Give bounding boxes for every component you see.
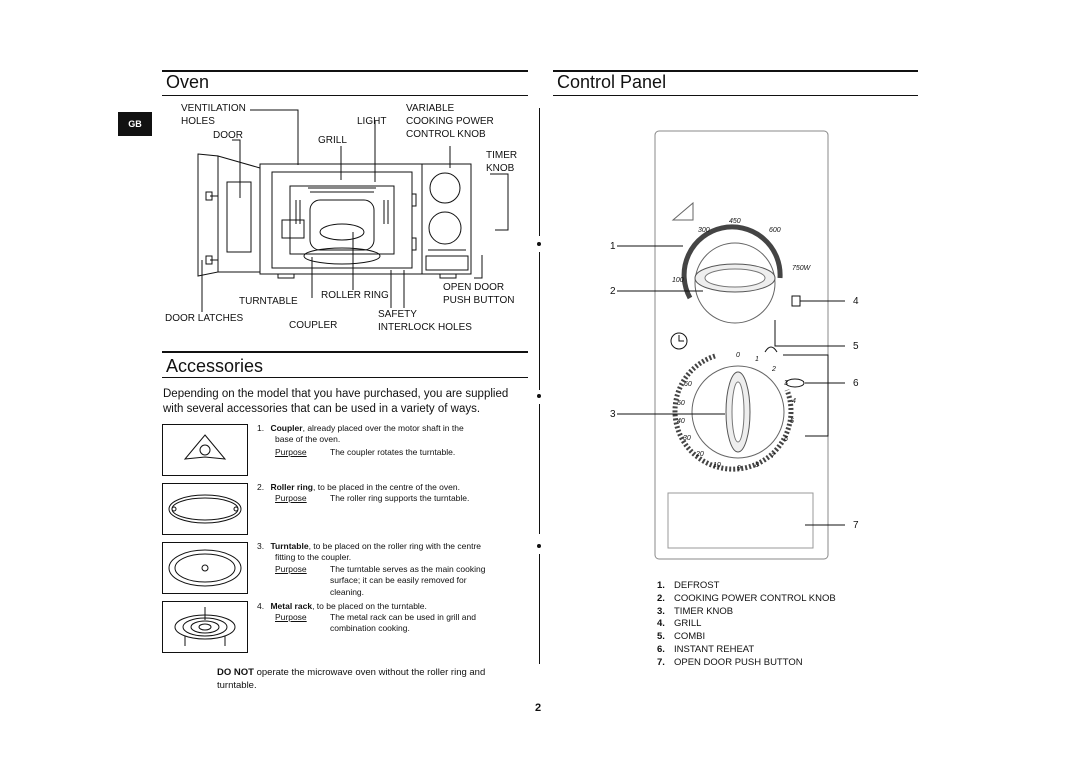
power-label-100: 100: [672, 277, 684, 284]
label-light: LIGHT: [357, 116, 387, 127]
timer-label-60: 60: [684, 381, 692, 388]
accessories-top-rule: [162, 351, 528, 353]
label-roller-ring: ROLLER RING: [321, 290, 389, 301]
page-number: 2: [535, 702, 542, 714]
oven-bottom-rule: [162, 95, 528, 96]
metal-rack-image: [162, 601, 248, 653]
legend-item: 3.TIMER KNOB: [657, 605, 734, 617]
label-safety: SAFETY: [378, 309, 417, 320]
separator-dot: [537, 544, 541, 548]
roller-ring-image: [162, 483, 248, 535]
legend-item: 5.COMBI: [657, 631, 706, 643]
legend-item: 4.GRILL: [657, 618, 702, 630]
timer-label-5: 5: [790, 418, 794, 425]
column-separator: [539, 108, 540, 236]
label-cooking-power: COOKING POWER: [406, 116, 494, 127]
timer-label-3: 3: [784, 380, 788, 387]
power-label-750w: 750W: [792, 265, 811, 272]
purpose-label: Purpose: [275, 493, 307, 503]
warning-line2: turntable.: [217, 680, 257, 691]
legend-item: 2.COOKING POWER CONTROL KNOB: [657, 592, 836, 604]
turntable-image: [162, 542, 248, 594]
callout-1: 1: [610, 241, 616, 252]
metal-rack-purpose-2: combination cooking.: [330, 623, 410, 633]
label-control-knob: CONTROL KNOB: [406, 129, 486, 140]
accessory-item-coupler-desc2: base of the oven.: [275, 434, 341, 444]
label-knob: KNOB: [486, 163, 515, 174]
callout-7: 7: [853, 520, 859, 531]
label-variable: VARIABLE: [406, 103, 455, 114]
accessories-intro-line2: with several accessories that can be use…: [163, 403, 481, 415]
language-tab: GB: [118, 112, 152, 136]
label-grill: GRILL: [318, 135, 347, 146]
accessory-item-turntable: 3. Turntable, to be placed on the roller…: [257, 541, 482, 551]
label-push-button: PUSH BUTTON: [443, 295, 515, 306]
label-ventilation: VENTILATION: [181, 103, 246, 114]
label-door-latches: DOOR LATCHES: [165, 313, 244, 324]
timer-label-6: 6: [784, 436, 788, 443]
timer-label-40: 40: [677, 418, 685, 425]
purpose-label: Purpose: [275, 612, 307, 622]
timer-label-0: 0: [736, 352, 740, 359]
warning-line1: DO NOT operate the microwave oven withou…: [217, 667, 486, 678]
label-open-door: OPEN DOOR: [443, 282, 505, 293]
callout-2: 2: [610, 286, 616, 297]
accessories-bottom-rule: [162, 377, 528, 378]
separator-dot: [537, 394, 541, 398]
timer-label-10: 10: [713, 462, 721, 469]
label-timer: TIMER: [486, 150, 518, 161]
label-holes: HOLES: [181, 116, 215, 127]
legend-item: 7.OPEN DOOR PUSH BUTTON: [657, 656, 803, 668]
turntable-purpose-3: cleaning.: [330, 587, 365, 597]
control-panel-legend: 1.DEFROST 2.COOKING POWER CONTROL KNOB 3…: [657, 580, 836, 670]
callout-3: 3: [610, 409, 616, 420]
timer-label-4: 4: [792, 398, 796, 405]
oven-top-rule: [162, 70, 528, 72]
column-separator: [539, 554, 540, 664]
control-panel-illustration: [617, 130, 845, 560]
oven-heading: Oven: [166, 72, 210, 92]
label-coupler: COUPLER: [289, 320, 338, 331]
timer-label-1: 1: [755, 356, 759, 363]
accessory-item-turntable-desc2: fitting to the coupler.: [275, 552, 352, 562]
label-interlock-holes: INTERLOCK HOLES: [378, 322, 472, 333]
purpose-label: Purpose: [275, 564, 307, 574]
timer-label-2: 2: [772, 366, 776, 373]
timer-label-20: 20: [696, 451, 704, 458]
label-door: DOOR: [213, 130, 243, 141]
column-separator: [539, 404, 540, 534]
coupler-image: [162, 424, 248, 476]
turntable-purpose-1: The turntable serves as the main cooking: [330, 564, 486, 574]
timer-label-30: 30: [683, 435, 691, 442]
power-label-450: 450: [729, 218, 741, 225]
column-separator: [539, 252, 540, 390]
power-label-300: 300: [698, 227, 710, 234]
roller-ring-purpose: The roller ring supports the turntable.: [330, 493, 470, 503]
control-panel-bottom-rule: [553, 95, 918, 96]
power-label-600: 600: [769, 227, 781, 234]
metal-rack-purpose-1: The metal rack can be used in grill and: [330, 612, 476, 622]
control-panel-top-rule: [553, 70, 918, 72]
timer-label-9: 9: [737, 465, 741, 472]
accessory-item-roller-ring: 2. Roller ring, to be placed in the cent…: [257, 482, 460, 492]
separator-dot: [537, 242, 541, 246]
accessory-item-coupler: 1. Coupler, already placed over the moto…: [257, 423, 464, 433]
control-panel-heading: Control Panel: [557, 72, 667, 92]
legend-item: 6.INSTANT REHEAT: [657, 643, 755, 655]
callout-4: 4: [853, 296, 859, 307]
accessory-item-metal-rack: 4. Metal rack, to be placed on the turnt…: [257, 601, 427, 611]
purpose-label: Purpose: [275, 447, 307, 457]
callout-6: 6: [853, 378, 859, 389]
accessories-intro-line1: Depending on the model that you have pur…: [163, 388, 509, 400]
accessories-heading: Accessories: [166, 356, 264, 376]
timer-label-8: 8: [755, 462, 759, 469]
turntable-purpose-2: surface; it can be easily removed for: [330, 575, 467, 585]
label-turntable: TURNTABLE: [239, 296, 298, 307]
legend-item: 1.DEFROST: [657, 580, 720, 591]
callout-5: 5: [853, 341, 859, 352]
timer-label-7: 7: [771, 453, 775, 460]
timer-label-50: 50: [677, 400, 685, 407]
coupler-purpose: The coupler rotates the turntable.: [330, 447, 456, 457]
oven-illustration: [197, 109, 509, 312]
